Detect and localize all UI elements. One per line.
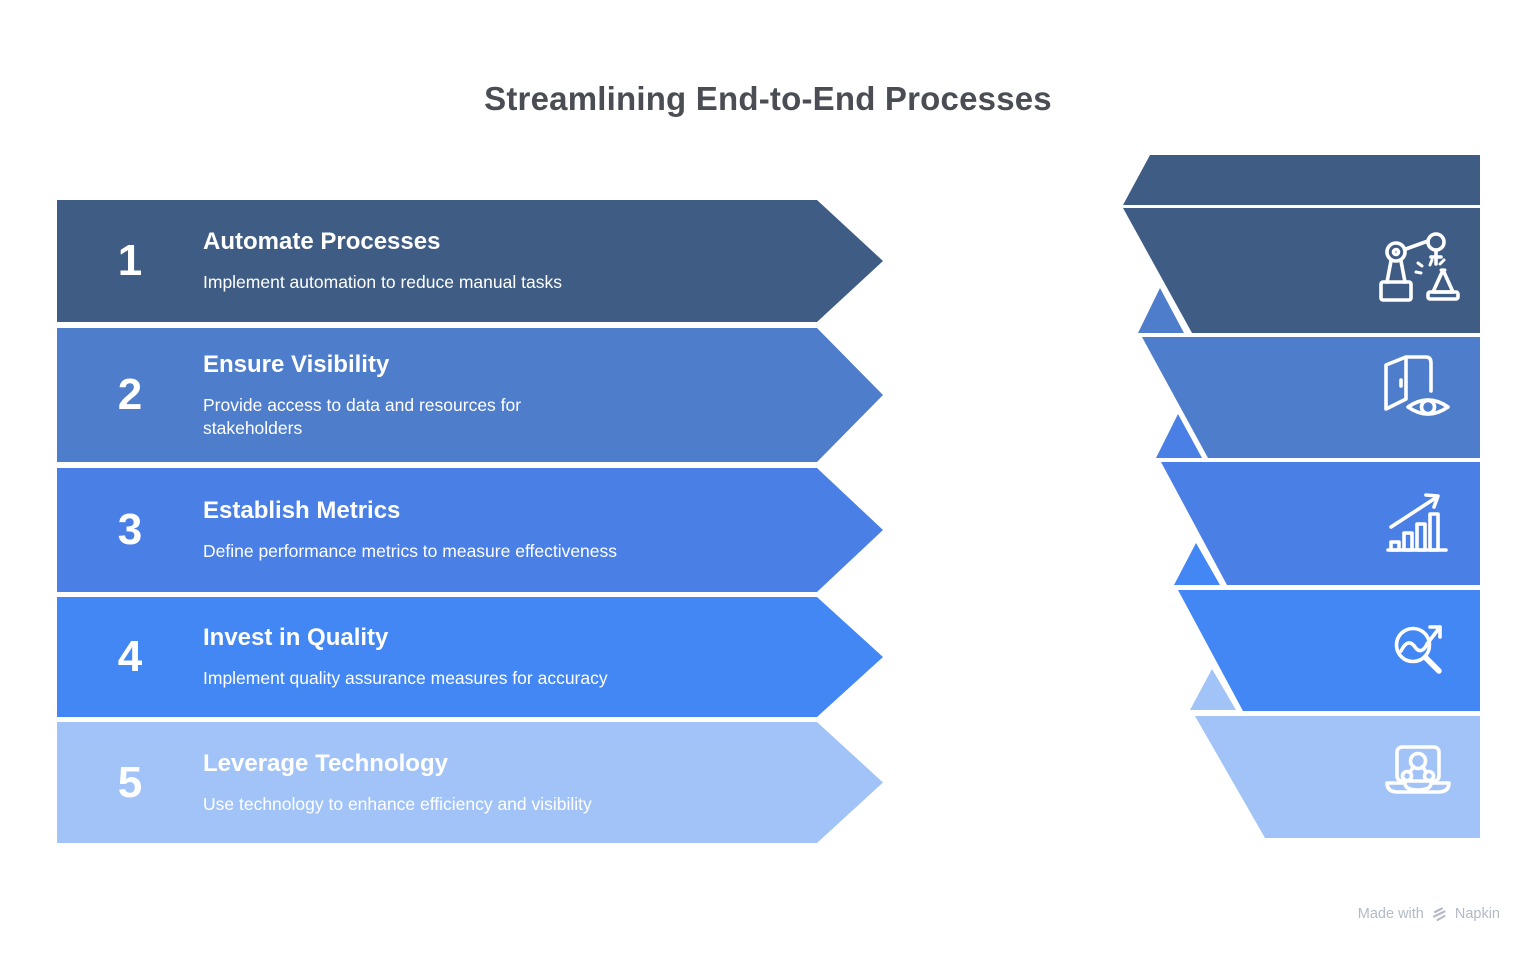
step-texts: Automate Processes Implement automation … xyxy=(203,200,682,322)
step-description: Define performance metrics to measure ef… xyxy=(203,541,618,562)
step-number: 2 xyxy=(117,370,143,419)
ribbon-cap xyxy=(1123,155,1480,205)
step-texts: Leverage Technology Use technology to en… xyxy=(203,722,712,843)
process-step-3: 3 Establish Metrics Define performance m… xyxy=(57,468,883,592)
growth-chart-icon xyxy=(1386,493,1448,552)
step-title: Establish Metrics xyxy=(203,497,401,525)
step-description: Provide access to data and resources for… xyxy=(203,394,522,438)
laptop-share-icon xyxy=(1385,745,1451,794)
step-title: Leverage Technology xyxy=(203,749,448,777)
door-eye-icon xyxy=(1384,355,1450,416)
step-title: Ensure Visibility xyxy=(203,350,390,378)
ribbon-peek-2 xyxy=(1138,288,1184,333)
step-number: 1 xyxy=(117,236,143,285)
process-step-2: 2 Ensure Visibility Provide access to da… xyxy=(57,328,883,462)
footer-brand: Napkin xyxy=(1454,905,1500,922)
process-ribbon xyxy=(1123,155,1480,838)
ribbon-peek-3 xyxy=(1156,414,1202,458)
step-title: Automate Processes xyxy=(203,228,441,256)
footer-text: Made with xyxy=(1357,905,1424,922)
step-number: 3 xyxy=(117,505,143,554)
step-texts: Invest in Quality Implement quality assu… xyxy=(203,597,728,717)
step-texts: Ensure Visibility Provide access to data… xyxy=(203,328,641,462)
process-step-5: 5 Leverage Technology Use technology to … xyxy=(57,722,883,843)
process-step-1: 1 Automate Processes Implement automatio… xyxy=(57,200,883,322)
step-title: Invest in Quality xyxy=(203,624,389,652)
made-with-napkin: Made with Napkin xyxy=(1358,905,1500,922)
page-title: Streamlining End-to-End Processes xyxy=(484,80,1052,117)
ribbon-segment-1 xyxy=(1123,208,1480,333)
step-texts: Establish Metrics Define performance met… xyxy=(203,468,737,592)
step-number: 5 xyxy=(117,757,143,807)
ribbon-segment-2 xyxy=(1142,337,1480,458)
step-description: Implement automation to reduce manual ta… xyxy=(203,272,562,293)
napkin-logo-icon xyxy=(1432,907,1446,922)
magnifier-trend-icon xyxy=(1394,625,1442,674)
ribbon-peek-4 xyxy=(1174,543,1220,585)
robot-arm-icon xyxy=(1379,232,1460,302)
process-step-4: 4 Invest in Quality Implement quality as… xyxy=(57,597,883,717)
ribbon-segment-4 xyxy=(1178,590,1480,711)
ribbon-segment-3 xyxy=(1161,462,1480,585)
step-number: 4 xyxy=(117,632,143,681)
ribbon-peek-5 xyxy=(1190,669,1236,710)
step-description: Use technology to enhance efficiency and… xyxy=(203,793,592,814)
step-description: Implement quality assurance measures for… xyxy=(203,668,608,689)
